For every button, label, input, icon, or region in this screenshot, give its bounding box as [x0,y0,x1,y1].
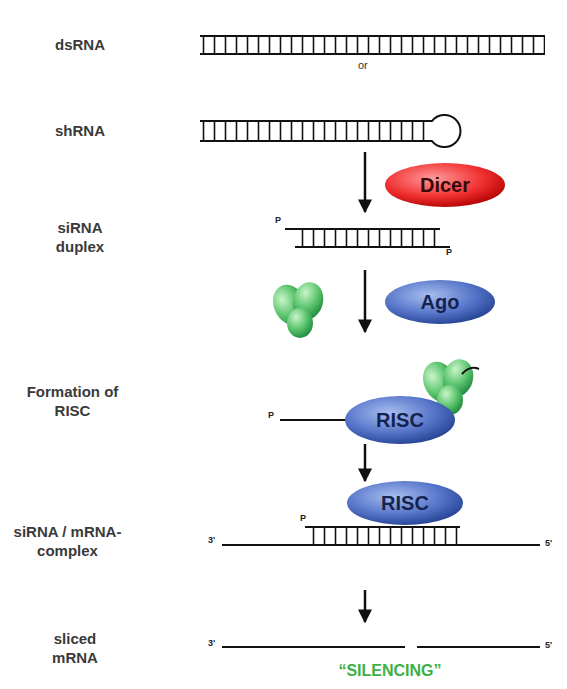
complex-ellipse: RISC [345,396,455,444]
rna-strand [200,53,545,55]
phosphate-label: P [268,410,274,421]
stage-label: siRNA / mRNA-complex [5,523,130,561]
mrna-strand [222,544,540,546]
mrna-fragment [417,646,540,648]
ellipse-shape [385,163,505,207]
stage-label: siRNA duplex [40,219,120,257]
ellipse-shape [345,396,455,444]
ellipse-shape [347,481,463,525]
rna-strand [285,228,440,230]
phosphate-label: P [446,247,452,258]
complex-ellipse: RISC [347,481,463,525]
mrna-fragment [222,646,405,648]
process-arrow [364,270,367,332]
base-pairs [200,121,432,141]
protein-ellipse: Ago [385,280,495,324]
node-label: Ago [421,291,460,314]
ellipse-shape [385,280,495,324]
phosphate-label: P [300,513,306,524]
rna-strand [200,115,460,147]
dsrna-ladder [200,36,545,54]
end-label: 3' [208,638,215,649]
node-label: RISC [376,409,424,432]
base-pairs [295,229,440,247]
node-label: Dicer [420,174,470,197]
end-label: 3' [208,535,215,546]
protein-blob [267,279,328,338]
process-arrow [364,590,367,622]
stage-label: sliced mRNA [30,630,120,668]
stage-label: shRNA [25,122,135,141]
sirna-duplex [285,229,450,247]
base-pairs [308,527,458,545]
base-pairs [200,36,545,54]
stage-label: Formation of RISC [10,383,135,421]
stage-label: dsRNA [25,36,135,55]
result-label: “SILENCING” [290,661,490,681]
node-label: RISC [381,492,429,515]
guide-strand [280,419,352,421]
phosphate-label: P [275,215,281,226]
process-arrow [364,444,367,481]
rna-strand [200,35,545,37]
guide-strand [305,526,460,528]
or-label: or [358,59,368,73]
enzyme-ellipse: Dicer [385,163,505,207]
rna-strand [295,246,450,248]
process-arrow [364,152,367,212]
end-label: 5' [545,640,552,651]
shrna-hairpin [200,115,460,147]
strand-end [462,368,479,374]
end-label: 5' [545,538,552,549]
sirna-mrna-complex [222,527,540,545]
